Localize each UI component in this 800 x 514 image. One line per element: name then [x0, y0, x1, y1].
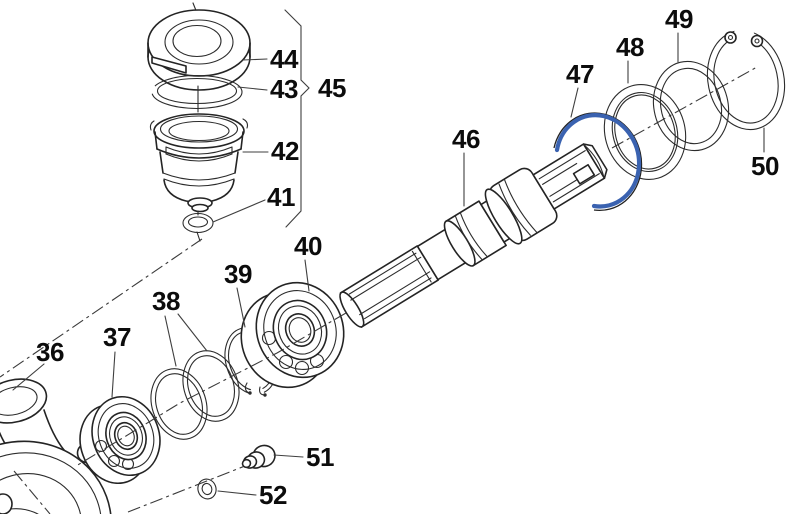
part-label-38: 38 [152, 286, 180, 316]
part-label-48: 48 [616, 32, 644, 62]
part-label-39: 39 [224, 259, 252, 289]
part-label-43: 43 [270, 74, 298, 104]
washer [197, 478, 217, 500]
valve-seal-ring [146, 74, 243, 110]
leader-lines [12, 32, 765, 496]
part-label-40: 40 [294, 231, 322, 261]
part-label-37: 37 [103, 322, 131, 352]
part-label-52: 52 [259, 480, 287, 510]
part-label-46: 46 [452, 124, 480, 154]
part-label-45: 45 [318, 73, 346, 103]
group-bracket [284, 9, 310, 228]
valve-o-ring [182, 212, 214, 234]
circlip-50 [706, 24, 786, 131]
part-label-47: 47 [566, 59, 594, 89]
plug [241, 444, 276, 469]
main-axis-line-right [611, 66, 758, 149]
plug-axis-line [127, 463, 251, 513]
part-label-44: 44 [270, 44, 299, 74]
valve-cup [149, 113, 249, 213]
valve-axis-line [0, 238, 203, 378]
part-label-41: 41 [267, 182, 295, 212]
blue-snap-ring [553, 112, 643, 212]
valve-cap [147, 2, 251, 91]
cap-slot [151, 56, 187, 74]
bolt-axis-line [13, 470, 51, 514]
part-label-51: 51 [306, 442, 334, 472]
circlip-eyelet [724, 31, 737, 44]
ball-bearing-large [240, 281, 345, 389]
spring-ring-49 [652, 60, 730, 152]
bolt-hole [0, 493, 13, 514]
part-label-49: 49 [665, 4, 693, 34]
part-label-42: 42 [271, 136, 299, 166]
part-label-36: 36 [36, 337, 64, 367]
seal-ring-48 [603, 84, 687, 180]
circlip-eyelet [750, 34, 764, 48]
pto-shaft [339, 143, 608, 328]
main-axis-line-left [75, 312, 347, 467]
valve-centerline [196, 231, 201, 242]
part-label-50: 50 [751, 151, 779, 181]
seal-ring-pair [150, 350, 240, 440]
